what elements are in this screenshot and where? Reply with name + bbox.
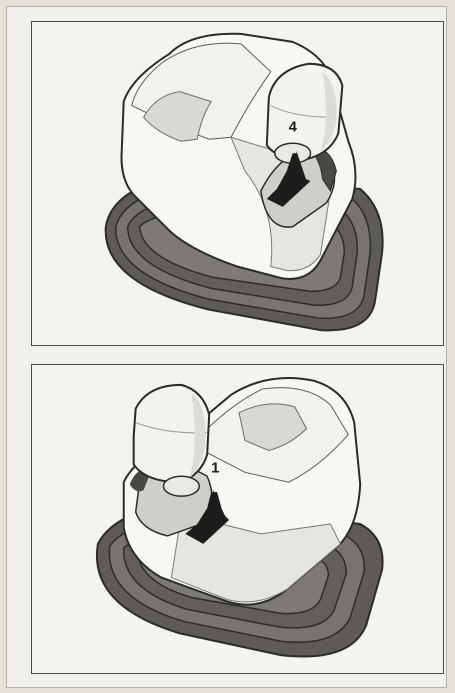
gear-lever-illustration-bottom: 1 (32, 365, 443, 673)
manual-page: 4 (6, 6, 447, 688)
callout-label-4: 4 (289, 119, 298, 135)
figure-panel-top: 4 (31, 21, 444, 346)
figure-panel-bottom: 1 (31, 364, 444, 674)
callout-label-1: 1 (211, 460, 219, 476)
gear-lever-illustration-top: 4 (32, 22, 443, 345)
